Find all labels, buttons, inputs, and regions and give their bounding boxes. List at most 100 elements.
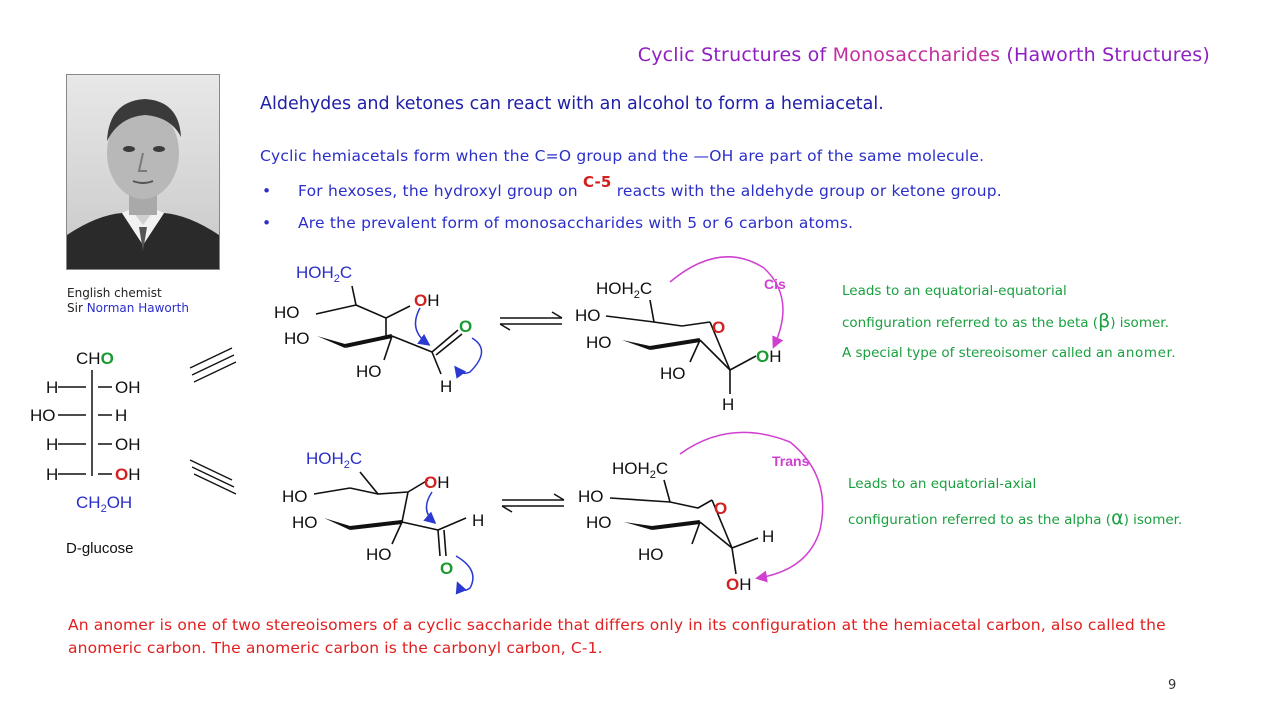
slide-title: Cyclic Structures of Monosaccharides (Ha… — [0, 44, 1210, 66]
svg-text:HOH2C: HOH2C — [612, 459, 668, 481]
intro-statement: Aldehydes and ketones can react with an … — [260, 94, 884, 114]
portrait-nose — [137, 152, 147, 172]
aldehyde-h: H — [440, 377, 452, 396]
beta-note-line-3: A special type of stereoisomer called an… — [842, 338, 1176, 368]
ring-oxygen-red: O — [714, 499, 727, 518]
ho-label: HO — [274, 303, 300, 322]
alpha-anomeric-h: H — [762, 527, 774, 546]
title-part-3: ( — [1000, 44, 1015, 66]
caption-line-2: Sir Norman Haworth — [67, 301, 189, 316]
d-glucose-label: D-glucose — [66, 540, 134, 557]
aldehyde-h: H — [472, 511, 484, 530]
svg-text:OH: OH — [756, 347, 782, 366]
carbonyl-oxygen-green: O — [459, 317, 472, 336]
svg-text:HOH2C: HOH2C — [596, 279, 652, 301]
beta-note-line-1: Leads to an equatorial-equatorial — [842, 283, 1067, 299]
beta-oh-oxygen: O — [756, 347, 769, 366]
alpha-note-line-1: Leads to an equatorial-axial — [848, 476, 1037, 492]
bullet-marker: • — [262, 214, 272, 232]
page-number: 9 — [1168, 678, 1177, 693]
alpha-symbol: α — [1111, 507, 1124, 529]
fischer-r1-left: H — [46, 378, 58, 397]
bullet-1-text-b: reacts with the aldehyde group or ketone… — [611, 182, 1002, 200]
title-part-4: Haworth Structures — [1014, 44, 1203, 66]
svg-text:OH: OH — [424, 473, 450, 492]
ho-label: HO — [366, 545, 392, 564]
beta-anomeric-h: H — [722, 395, 734, 414]
fischer-r4-hydrogen: H — [128, 465, 140, 484]
ho-label: HO — [638, 545, 664, 564]
equilibrium-arrow-bottom — [501, 493, 565, 513]
svg-text:OH: OH — [726, 575, 752, 594]
portrait-mouth — [132, 180, 154, 184]
open-chain-alpha-structure: HOH2C HO HO HO OH H O — [282, 449, 484, 595]
fischer-r3-left: H — [46, 435, 58, 454]
ho-label: HO — [660, 364, 686, 383]
ho-label: HO — [578, 487, 604, 506]
bullet-marker: • — [262, 182, 272, 200]
blue-attack-arrow — [414, 307, 431, 346]
alpha-note-line-2: configuration referred to as the alpha (… — [848, 501, 1182, 537]
fischer-r1-right: OH — [115, 378, 141, 397]
portrait-eye-left — [123, 146, 135, 152]
cyclic-beta-anomer: HOH2C HO HO HO O OH H Cis — [575, 256, 786, 414]
c5-label: C-5 — [582, 173, 612, 191]
blue-electron-arrow — [455, 555, 474, 595]
cyclic-alpha-anomer: HOH2C HO HO HO O H OH Trans — [578, 431, 824, 594]
fischer-r3-right: OH — [115, 435, 141, 454]
bullet-item-c5: • For hexoses, the hydroxyl group on C-5… — [262, 173, 1002, 212]
portrait-suit — [67, 213, 219, 269]
ho-label: HO — [282, 487, 308, 506]
cis-arrow — [669, 256, 784, 349]
haworth-portrait-photo — [66, 74, 220, 270]
portrait-tie — [139, 227, 147, 251]
ring-oxygen-red: O — [712, 318, 725, 337]
fischer-ch2oh: CH2OH — [76, 493, 132, 515]
fischer-r2-left: HO — [30, 406, 56, 425]
ho-label: HO — [586, 513, 612, 532]
equilibrium-arrow-top — [499, 311, 563, 331]
beta-oh-hydrogen: H — [769, 347, 781, 366]
ho-label: HO — [575, 306, 601, 325]
carbonyl-oxygen-green: O — [440, 559, 453, 578]
portrait-hair — [107, 99, 181, 141]
portrait-eye-right — [153, 146, 165, 152]
svg-text:OH: OH — [115, 465, 141, 484]
oh-oxygen-red: O — [424, 473, 437, 492]
bullet-item-prevalent: • Are the prevalent form of monosacchari… — [262, 212, 1002, 244]
anomer-note-text: A special type of stereoisomer called an — [842, 345, 1117, 361]
title-part-5: ) — [1202, 44, 1210, 66]
fischer-cho: CH — [76, 349, 101, 368]
bullet-1-text-a: For hexoses, the hydroxyl group on — [298, 182, 583, 200]
alpha-oh-oxygen: O — [726, 575, 739, 594]
anomer-term: anomer. — [1116, 345, 1177, 361]
subtitle-statement: Cyclic hemiacetals form when the C=O gro… — [260, 147, 985, 165]
fischer-r4-oxygen: O — [115, 465, 128, 484]
label-hoh2c: HOH2C — [296, 263, 352, 285]
equivalence-mark-bottom — [189, 459, 237, 495]
fischer-cho-oxygen: O — [101, 349, 114, 368]
svg-text:HOH2C: HOH2C — [306, 449, 362, 471]
bullet-list: • For hexoses, the hydroxyl group on C-5… — [262, 173, 1002, 244]
alpha-note-text-end: ) isomer. — [1123, 512, 1183, 528]
beta-note-line-2: configuration referred to as the beta (β… — [842, 306, 1176, 338]
alpha-note-text: configuration referred to as the alpha ( — [848, 512, 1112, 528]
beta-note-text: configuration referred to as the beta ( — [842, 315, 1099, 331]
caption-prefix: Sir — [67, 301, 87, 315]
alpha-oh-hydrogen: H — [739, 575, 751, 594]
beta-isomer-note: Leads to an equatorial-equatorial config… — [842, 276, 1176, 368]
portrait-drawing — [67, 75, 219, 269]
blue-electron-arrow — [454, 337, 483, 379]
fischer-r2-right: H — [115, 406, 127, 425]
title-part-2: Monosaccharides — [832, 44, 1001, 66]
photo-caption: English chemist Sir Norman Haworth — [67, 286, 189, 316]
fischer-r4-left: H — [46, 465, 58, 484]
beta-symbol: β — [1098, 310, 1111, 332]
ho-label: HO — [292, 513, 318, 532]
oh-oxygen-red: O — [414, 291, 427, 310]
ho-label: HO — [284, 329, 310, 348]
equivalence-mark-top — [189, 347, 237, 383]
oh-hydrogen: H — [437, 473, 449, 492]
svg-text:OH: OH — [414, 291, 440, 310]
